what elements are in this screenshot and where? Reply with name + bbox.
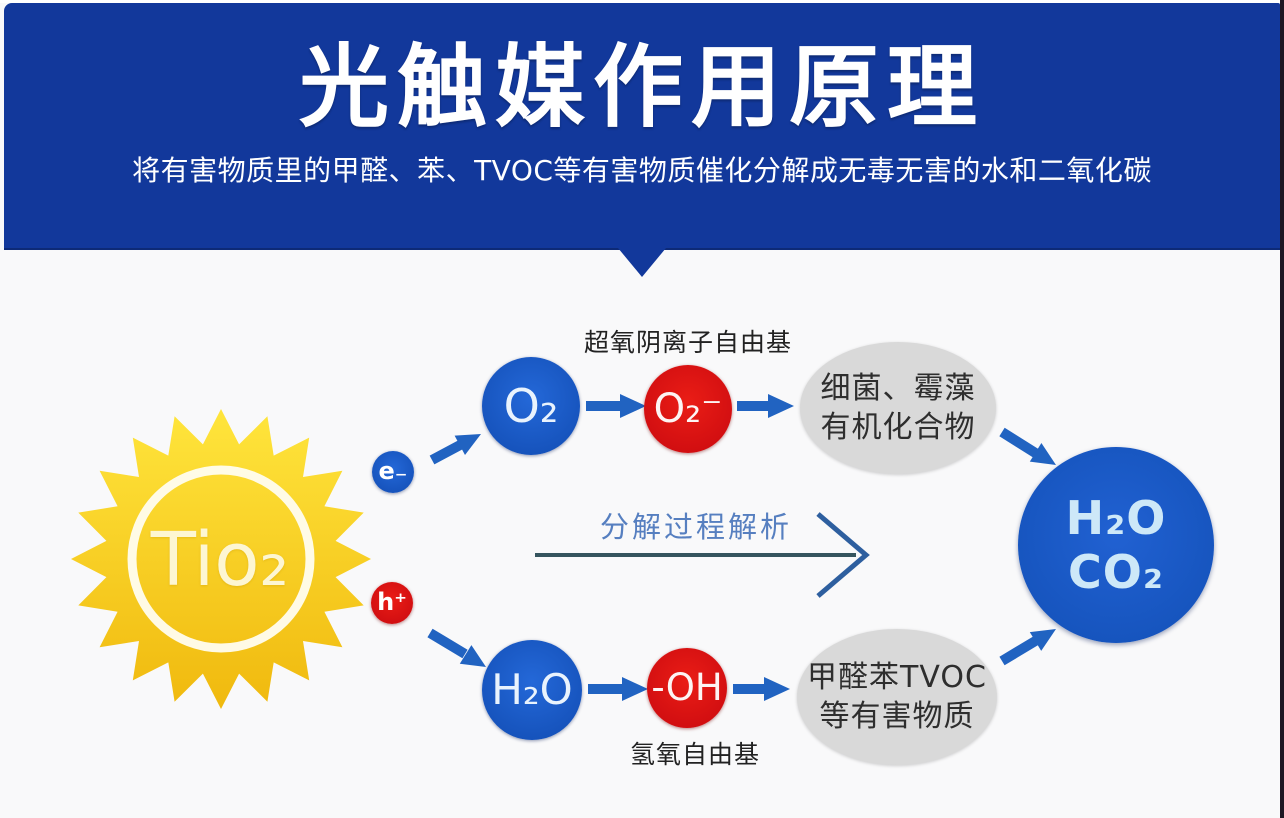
tio2-sun-icon bbox=[71, 409, 371, 709]
pollutant-ellipse: 甲醛苯TVOC 等有害物质 bbox=[797, 629, 997, 765]
top-border bbox=[0, 0, 1284, 3]
superoxide-caption: 超氧阴离子自由基 bbox=[583, 328, 793, 357]
hydroxyl-node: -OH bbox=[647, 648, 727, 728]
arrow-bacteria-to-result bbox=[999, 427, 1056, 465]
arrow-superoxide-to-bacteria bbox=[737, 394, 794, 418]
electron-label: e₋ bbox=[378, 457, 408, 486]
header-notch bbox=[618, 248, 666, 277]
arrow-electron-to-oxygen bbox=[429, 434, 481, 465]
arrow-water-to-hydroxyl bbox=[588, 677, 648, 701]
pollutant-line2: 等有害物质 bbox=[819, 699, 975, 734]
superoxide-label: O₂⁻ bbox=[653, 386, 723, 432]
page-subtitle: 将有害物质里的甲醛、苯、TVOC等有害物质催化分解成无毒无害的水和二氧化碳 bbox=[132, 154, 1152, 187]
arrow-oxygen-to-superoxide bbox=[586, 394, 646, 418]
arrow-hydroxyl-to-pollutant bbox=[733, 677, 790, 701]
hydroxyl-caption: 氢氧自由基 bbox=[629, 740, 761, 769]
process-arrow bbox=[535, 512, 870, 598]
result-line2: CO₂ bbox=[1067, 545, 1164, 599]
arrow-hole-to-water bbox=[427, 628, 486, 667]
hole-node: h⁺ bbox=[371, 582, 413, 624]
water-label: H₂O bbox=[491, 664, 573, 714]
result-node: H₂O CO₂ bbox=[1018, 447, 1214, 643]
sun-ring bbox=[127, 465, 315, 653]
bacteria-line2: 有机化合物 bbox=[820, 410, 976, 445]
arrow-pollutant-to-result bbox=[999, 629, 1056, 666]
page-title: 光触媒作用原理 bbox=[299, 35, 985, 140]
electron-node: e₋ bbox=[372, 451, 414, 493]
oxygen-node: O₂ bbox=[482, 357, 580, 455]
header-banner: 光触媒作用原理 将有害物质里的甲醛、苯、TVOC等有害物质催化分解成无毒无害的水… bbox=[4, 3, 1280, 250]
oxygen-label: O₂ bbox=[503, 378, 559, 433]
diagram-graphics bbox=[71, 394, 1056, 709]
hydroxyl-label: -OH bbox=[651, 665, 723, 709]
right-border bbox=[1280, 0, 1284, 818]
result-line1: H₂O bbox=[1065, 490, 1167, 545]
water-node: H₂O bbox=[482, 640, 582, 740]
superoxide-node: O₂⁻ bbox=[644, 365, 732, 453]
diagram-stage: Tio₂ e₋ h⁺ O₂ 超氧阴离子自由基 O₂⁻ 细菌、霉藻 有机化合物 分… bbox=[0, 248, 1284, 818]
process-arrow-label: 分解过程解析 bbox=[599, 510, 793, 544]
sun-tio2-label: Tio₂ bbox=[150, 517, 290, 603]
bacteria-line1: 细菌、霉藻 bbox=[820, 371, 976, 406]
hole-label: h⁺ bbox=[377, 588, 407, 617]
pollutant-line1: 甲醛苯TVOC bbox=[807, 660, 987, 695]
bacteria-ellipse: 细菌、霉藻 有机化合物 bbox=[800, 342, 996, 474]
